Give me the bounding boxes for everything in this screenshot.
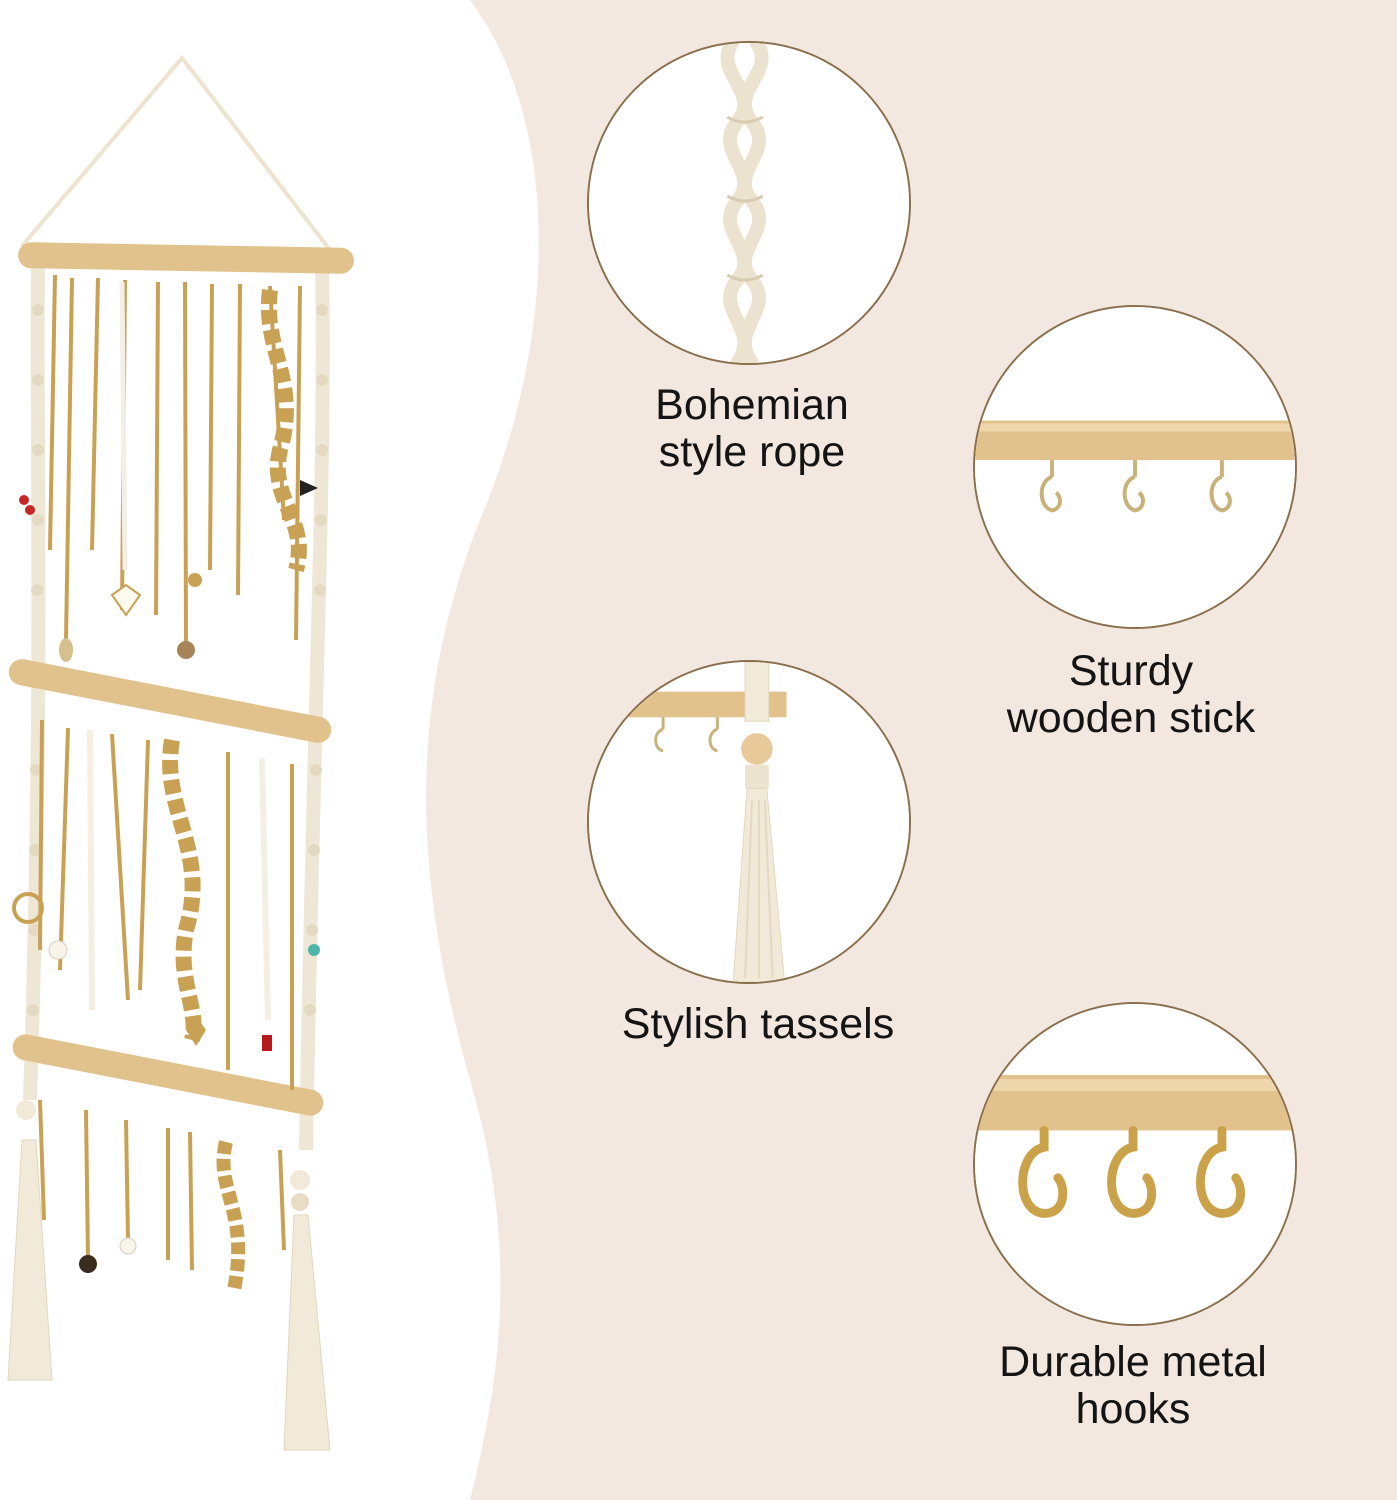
tassel-closeup-icon: [589, 662, 909, 982]
feature-caption-tassel: Stylish tassels: [621, 1000, 895, 1048]
tassel-closeup-circle: [587, 660, 911, 984]
metal-hooks-closeup-icon: [975, 1004, 1295, 1324]
jewelry-organizer-image: [7, 54, 354, 1451]
wooden-dowel-closeup-icon: [975, 307, 1295, 627]
stick-closeup-circle: [973, 305, 1297, 629]
feature-caption-rope: Bohemian style rope: [655, 381, 849, 476]
macrame-rope-closeup-icon: [589, 43, 909, 363]
rope-closeup-circle: [587, 41, 911, 365]
hooks-closeup-circle: [973, 1002, 1297, 1326]
feature-caption-hooks: Durable metal hooks: [999, 1338, 1267, 1433]
feature-caption-stick: Sturdy wooden stick: [1006, 647, 1256, 742]
